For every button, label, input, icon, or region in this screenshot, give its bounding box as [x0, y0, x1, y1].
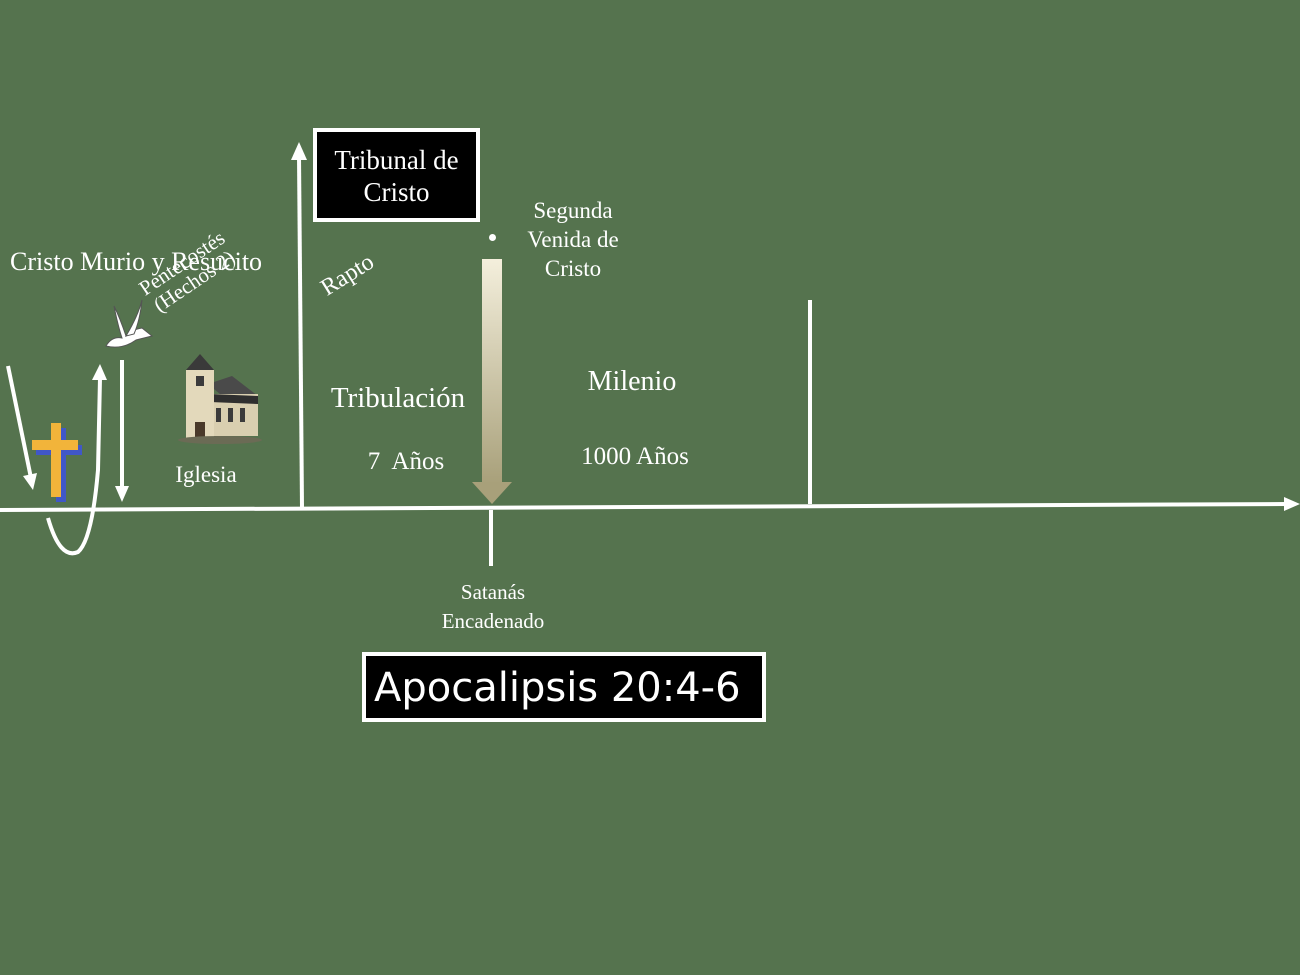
satan-bound-line1: Satanás [460, 580, 526, 604]
tribulation-label: Tribulación [330, 382, 466, 414]
timeline-arrowhead [1284, 497, 1300, 511]
rapture-arrowhead [291, 142, 307, 160]
satan-bound-line2: Encadenado [441, 609, 545, 633]
millennium-years-label: 1000 Años [581, 443, 689, 470]
resurrection-arrowhead [92, 364, 107, 380]
bullet-point [489, 234, 496, 241]
church-icon [178, 354, 262, 444]
millennium-label: Milenio [587, 366, 677, 397]
timeline-axis [0, 502, 1289, 512]
resurrection-curve [46, 377, 102, 556]
second-coming-label: Segunda Venida de Cristo [527, 198, 619, 281]
scripture-reference-text: Apocalipsis 20:4-6 [374, 665, 741, 711]
second-coming-arrow-shaft [482, 259, 502, 484]
death-resurrection-label: Cristo Murio y Resucito [10, 247, 263, 276]
rapture-line [297, 155, 304, 509]
judgment-seat-line2: Cristo [363, 177, 430, 207]
second-coming-arrowhead [472, 482, 512, 504]
satan-bound-label: Satanás Encadenado [420, 578, 566, 636]
judgment-seat-box: Tribunal de Cristo [313, 128, 480, 222]
dove-icon [105, 299, 154, 348]
tribulation-years-label: 7 Años [367, 448, 445, 475]
judgment-seat-line1: Tribunal de [334, 145, 459, 175]
scripture-reference-box: Apocalipsis 20:4-6 [362, 652, 766, 722]
pentecost-arrowhead [115, 486, 129, 502]
death-arrowhead [23, 473, 37, 490]
church-label: Iglesia [175, 462, 237, 487]
cross-icon [32, 423, 82, 502]
death-arrow [6, 365, 33, 479]
